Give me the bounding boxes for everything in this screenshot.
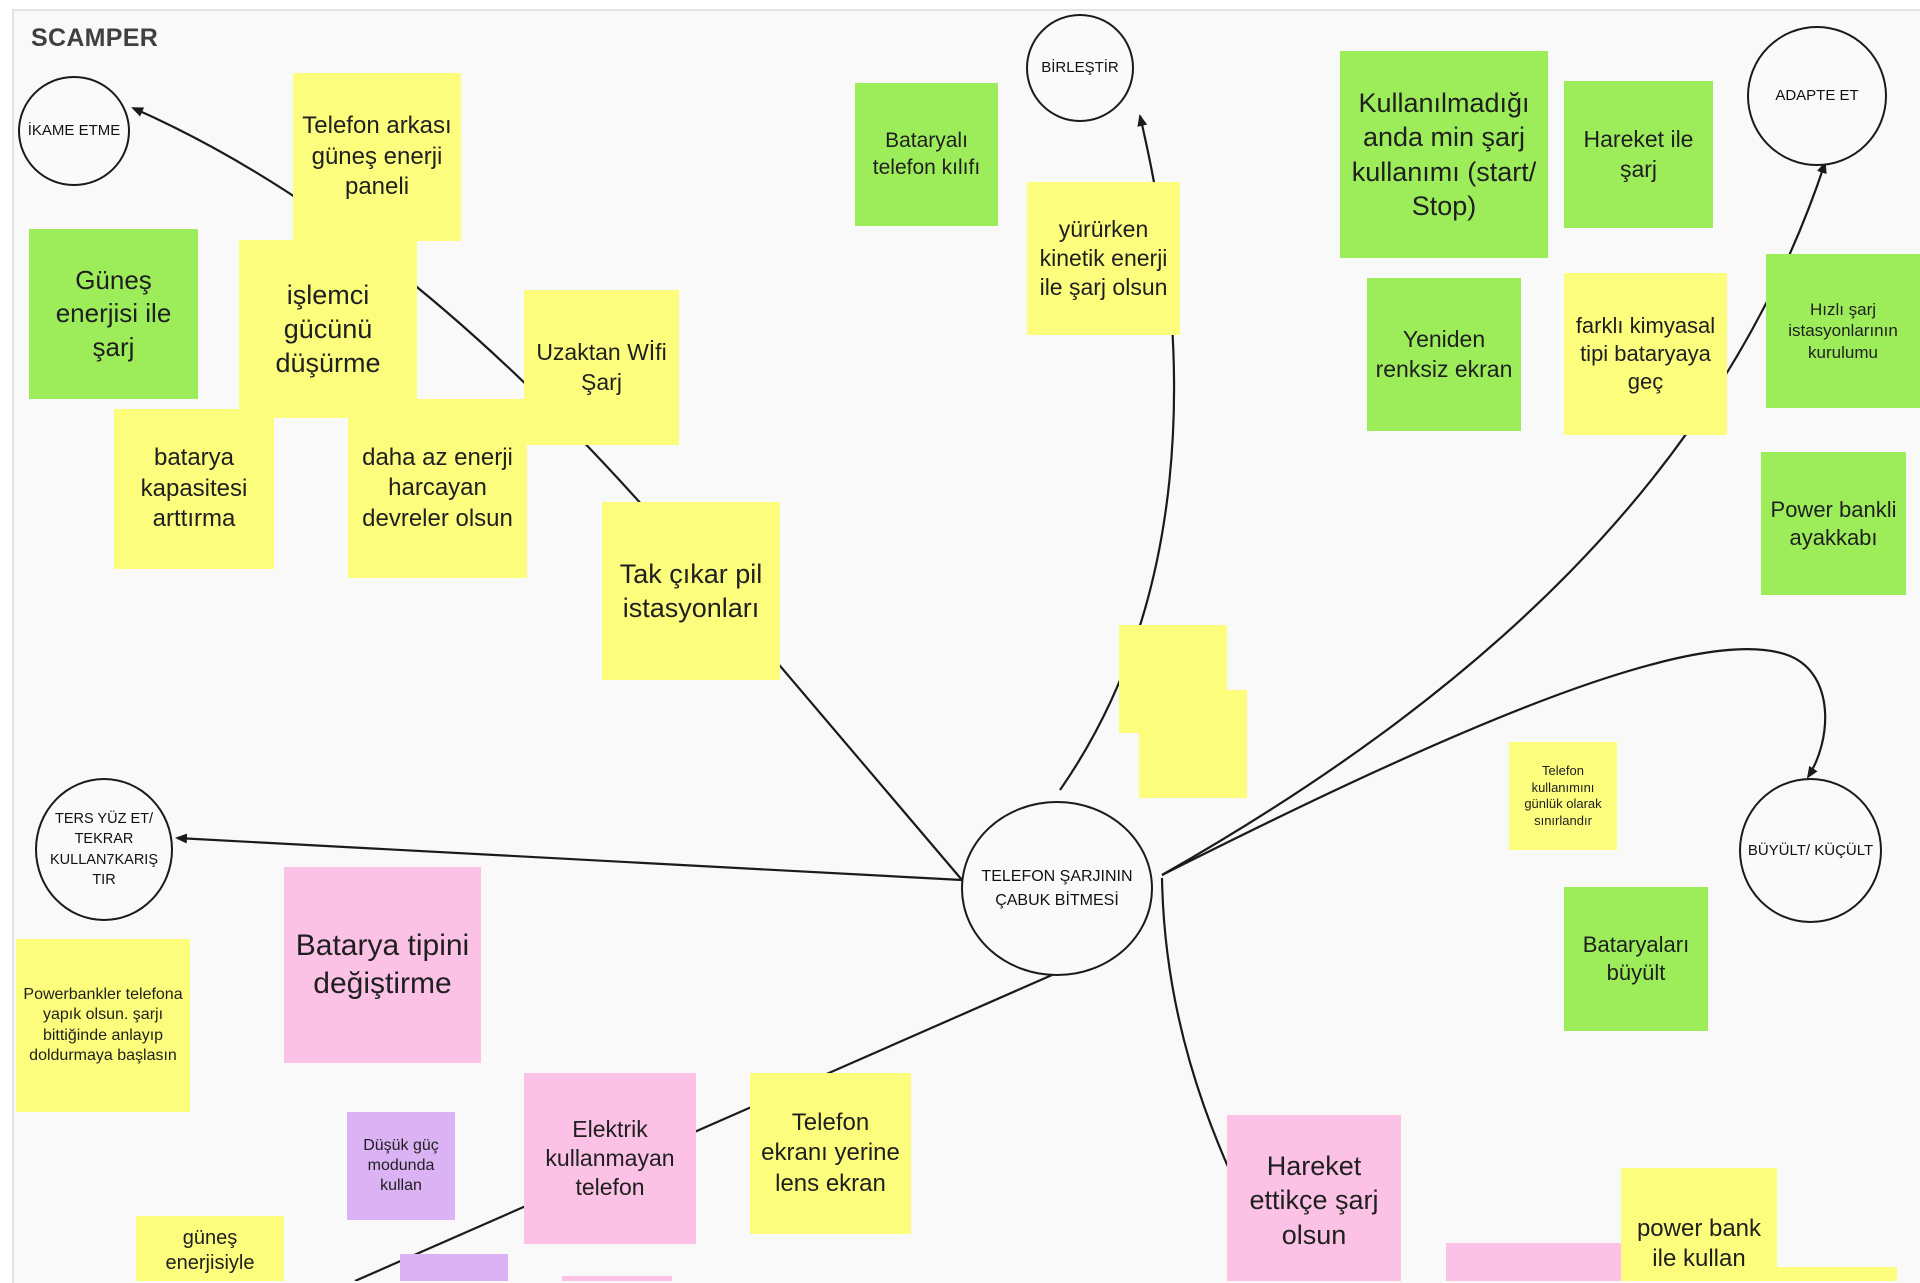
sticky-note[interactable]: güneş enerjisiyle — [136, 1216, 284, 1281]
sticky-note[interactable]: Hareket ile şarj — [1564, 81, 1713, 228]
sticky-note[interactable]: Uzaktan Wİfi Şarj — [524, 290, 679, 445]
sticky-note[interactable] — [1777, 1267, 1897, 1281]
node-central-problem[interactable]: TELEFON ŞARJININ ÇABUK BİTMESİ — [961, 801, 1153, 976]
board-title: SCAMPER — [31, 24, 159, 52]
sticky-note[interactable]: Güneş enerjisi ile şarj — [29, 229, 198, 399]
sticky-note[interactable]: Elektrik kullanmayan telefon — [524, 1073, 696, 1244]
sticky-note[interactable]: Hızlı şarj istasyonlarının kurulumu — [1766, 254, 1920, 408]
sticky-note[interactable]: Batarya tipini değiştirme — [284, 867, 481, 1063]
sticky-note[interactable] — [1446, 1243, 1621, 1281]
node-adapte-et[interactable]: ADAPTE ET — [1747, 26, 1887, 166]
node-buyult-kucult[interactable]: BÜYÜLT/ KÜÇÜLT — [1739, 778, 1882, 923]
sticky-note[interactable]: farklı kimyasal tipi bataryaya geç — [1564, 273, 1727, 435]
sticky-note[interactable]: power bank ile kullan — [1621, 1168, 1777, 1281]
sticky-note[interactable] — [400, 1254, 508, 1281]
node-ikame-etme[interactable]: İKAME ETME — [18, 76, 130, 186]
sticky-note[interactable]: Telefon arkası güneş enerji paneli — [293, 73, 461, 241]
sticky-note[interactable] — [562, 1276, 672, 1281]
sticky-note[interactable]: yürürken kinetik enerji ile şarj olsun — [1027, 182, 1180, 335]
sticky-note[interactable]: Bataryalı telefon kılıfı — [855, 83, 998, 226]
sticky-note[interactable]: Yeniden renksiz ekran — [1367, 278, 1521, 431]
sticky-note[interactable]: Tak çıkar pil istasyonları — [602, 502, 780, 680]
sticky-note[interactable]: Powerbankler telefona yapık olsun. şarjı… — [16, 939, 190, 1112]
sticky-note[interactable]: Kullanılmadığı anda min şarj kullanımı (… — [1340, 51, 1548, 258]
node-birlestir[interactable]: BİRLEŞTİR — [1026, 14, 1134, 122]
sticky-note[interactable]: Power bankli ayakkabı — [1761, 452, 1906, 595]
sticky-note[interactable] — [1139, 690, 1247, 798]
sticky-note[interactable]: daha az enerji harcayan devreler olsun — [348, 399, 527, 578]
sticky-note[interactable]: Bataryaları büyült — [1564, 887, 1708, 1031]
sticky-note[interactable]: Telefon ekranı yerine lens ekran — [750, 1073, 911, 1234]
sticky-note[interactable]: Hareket ettikçe şarj olsun — [1227, 1115, 1401, 1281]
sticky-note[interactable]: işlemci gücünü düşürme — [239, 240, 417, 418]
sticky-note[interactable]: batarya kapasitesi arttırma — [114, 409, 274, 569]
sticky-note[interactable]: Telefon kullanımını günlük olarak sınırl… — [1509, 742, 1617, 850]
node-ters-yuz-et[interactable]: TERS YÜZ ET/ TEKRAR KULLAN7KARIŞ TIR — [35, 778, 173, 921]
sticky-note[interactable]: Düşük güç modunda kullan — [347, 1112, 455, 1220]
